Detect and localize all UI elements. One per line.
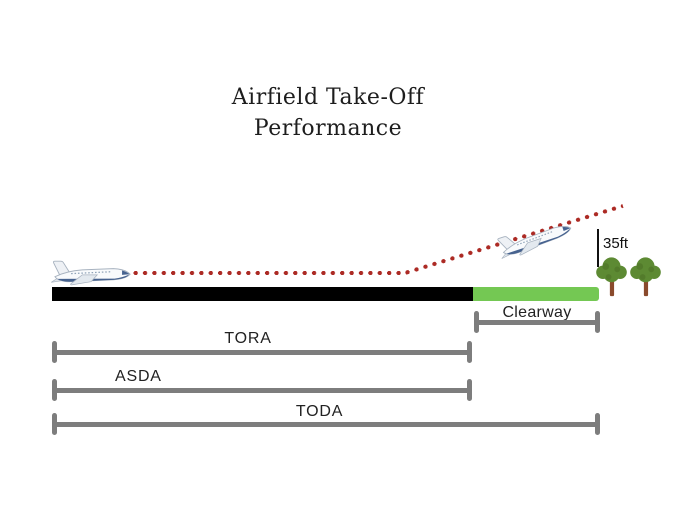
takeoff-path-ground-segment: [133, 270, 407, 276]
airplane-side-icon: [50, 260, 131, 286]
dimension-end-cap: [467, 341, 472, 363]
screen-height-line: [597, 229, 599, 267]
dimension-end-cap: [467, 379, 472, 401]
tree-icon: [630, 257, 661, 297]
toda-label: TODA: [295, 403, 344, 420]
clearway-strip: [473, 287, 599, 301]
dimension-line: [52, 349, 472, 355]
asda-label: ASDA: [115, 368, 162, 385]
tora-label: TORA: [224, 330, 272, 347]
asda-dimension-bar: [52, 379, 472, 401]
dimension-end-cap: [595, 311, 600, 333]
runway-strip: [52, 287, 473, 301]
dimension-line: [52, 421, 600, 427]
dimension-end-cap: [595, 413, 600, 435]
dimension-line: [52, 387, 472, 393]
clearway-dimension-bar: [474, 311, 600, 333]
airplane-climbing-icon: [494, 215, 575, 262]
screen-height-label: 35ft: [603, 235, 629, 252]
page-title: Airfield Take-Off Performance: [128, 82, 528, 144]
title-line-2: Performance: [253, 116, 403, 141]
tree-icon: [596, 257, 627, 297]
tora-dimension-bar: [52, 341, 472, 363]
dimension-line: [474, 319, 600, 325]
clearway-label: Clearway: [502, 304, 572, 321]
toda-dimension-bar: [52, 413, 600, 435]
title-line-1: Airfield Take-Off: [231, 85, 425, 110]
